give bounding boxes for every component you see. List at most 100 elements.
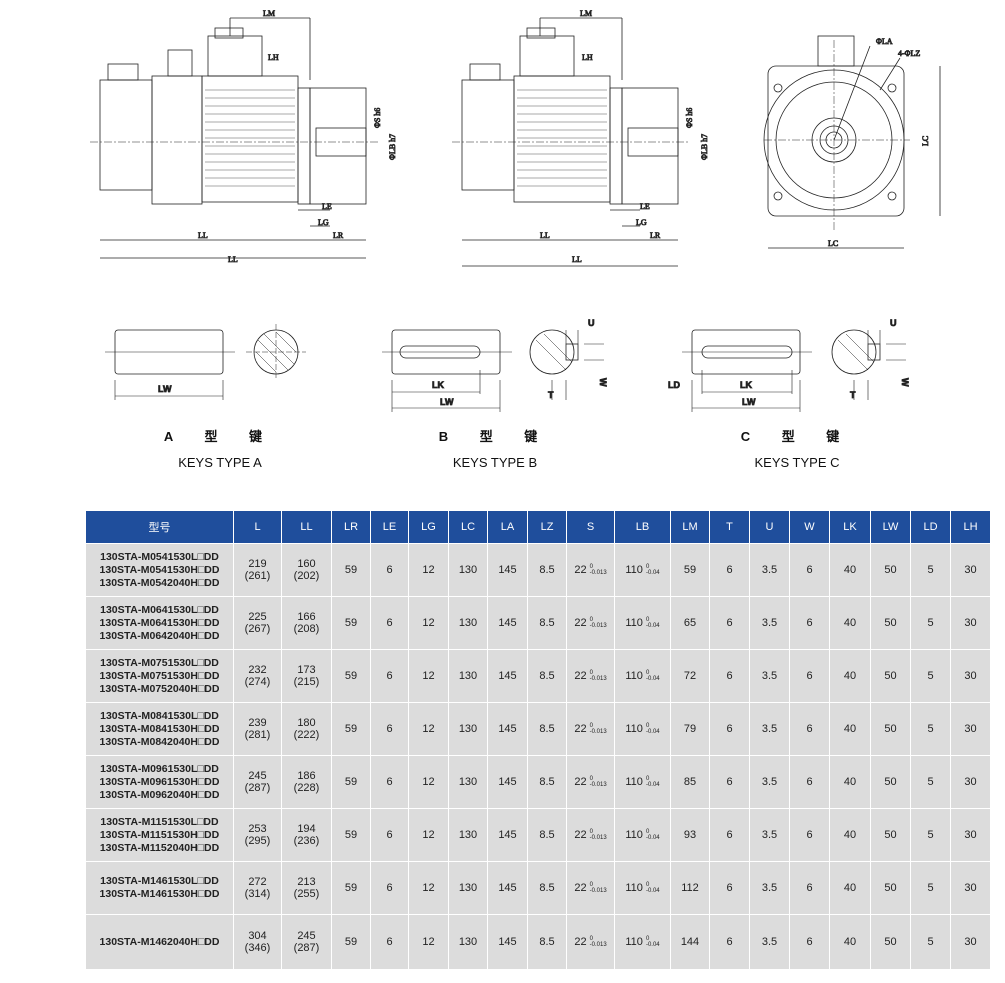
table-cell: 8.5 bbox=[527, 543, 567, 597]
table-cell: 59 bbox=[331, 914, 371, 970]
table-cell: 22 0-0.013 bbox=[566, 755, 615, 809]
table-cell: 130STA-M1462040H□DD bbox=[85, 914, 234, 970]
table-cell: 12 bbox=[408, 755, 449, 809]
table-cell: 8.5 bbox=[527, 702, 567, 756]
dim-lr: LR bbox=[333, 231, 344, 240]
table-cell: 6 bbox=[370, 649, 409, 703]
table-cell: 12 bbox=[408, 596, 449, 650]
side-view-a bbox=[90, 17, 380, 259]
table-cell: 59 bbox=[670, 543, 710, 597]
table-cell: 22 0-0.013 bbox=[566, 914, 615, 970]
dim-w-b: W bbox=[598, 378, 608, 387]
table-cell: 6 bbox=[789, 861, 830, 915]
table-cell: 50 bbox=[870, 914, 911, 970]
dim-le-b: LE bbox=[640, 202, 650, 211]
table-cell: 145 bbox=[487, 861, 528, 915]
column-header: LG bbox=[408, 510, 449, 544]
table-cell: 3.5 bbox=[749, 596, 790, 650]
column-header: LM bbox=[670, 510, 710, 544]
table-cell: 6 bbox=[789, 702, 830, 756]
table-cell: 130 bbox=[448, 702, 488, 756]
table-cell: 8.5 bbox=[527, 808, 567, 862]
column-header: LK bbox=[829, 510, 871, 544]
dim-l: LL bbox=[228, 255, 238, 264]
table-cell: 30 bbox=[950, 755, 991, 809]
table-cell: 40 bbox=[829, 808, 871, 862]
column-header: S bbox=[566, 510, 615, 544]
column-header: T bbox=[709, 510, 750, 544]
table-cell: 6 bbox=[789, 914, 830, 970]
table-cell: 186(228) bbox=[281, 755, 332, 809]
table-cell: 3.5 bbox=[749, 649, 790, 703]
side-view-b bbox=[452, 17, 690, 267]
table-cell: 6 bbox=[370, 861, 409, 915]
table-cell: 232(274) bbox=[233, 649, 282, 703]
table-cell: 6 bbox=[709, 649, 750, 703]
table-cell: 145 bbox=[487, 543, 528, 597]
column-header: LB bbox=[614, 510, 671, 544]
table-cell: 59 bbox=[331, 543, 371, 597]
dim-s: ΦS h6 bbox=[373, 108, 382, 128]
dim-ld-c: LD bbox=[668, 380, 680, 390]
table-cell: 130 bbox=[448, 808, 488, 862]
dim-lc-h: LC bbox=[828, 239, 838, 248]
dim-lb: ΦLB h7 bbox=[388, 134, 397, 160]
table-cell: 6 bbox=[370, 755, 409, 809]
table-cell: 6 bbox=[709, 543, 750, 597]
table-cell: 22 0-0.013 bbox=[566, 596, 615, 650]
table-cell: 6 bbox=[789, 755, 830, 809]
table-cell: 6 bbox=[370, 808, 409, 862]
dim-lw-b: LW bbox=[440, 397, 454, 407]
dim-t-c: T bbox=[850, 390, 856, 400]
table-cell: 6 bbox=[789, 649, 830, 703]
dim-lm: LM bbox=[263, 9, 275, 18]
table-cell: 3.5 bbox=[749, 808, 790, 862]
table-cell: 173(215) bbox=[281, 649, 332, 703]
table-cell: 30 bbox=[950, 649, 991, 703]
table-cell: 3.5 bbox=[749, 861, 790, 915]
dim-lb-b: ΦLB h7 bbox=[700, 134, 709, 160]
column-header: W bbox=[789, 510, 830, 544]
key-b bbox=[382, 329, 604, 412]
table-cell: 6 bbox=[370, 702, 409, 756]
table-cell: 59 bbox=[331, 755, 371, 809]
dim-w-c: W bbox=[900, 378, 910, 387]
table-cell: 8.5 bbox=[527, 596, 567, 650]
table-cell: 5 bbox=[910, 702, 951, 756]
table-cell: 194(236) bbox=[281, 808, 332, 862]
table-cell: 110 0-0.04 bbox=[614, 861, 671, 915]
table-cell: 3.5 bbox=[749, 702, 790, 756]
column-header: 型号 bbox=[85, 510, 234, 544]
table-cell: 6 bbox=[789, 808, 830, 862]
table-cell: 3.5 bbox=[749, 914, 790, 970]
table-cell: 110 0-0.04 bbox=[614, 914, 671, 970]
table-cell: 8.5 bbox=[527, 649, 567, 703]
table-cell: 3.5 bbox=[749, 755, 790, 809]
dim-lk-c: LK bbox=[740, 380, 752, 390]
table-cell: 112 bbox=[670, 861, 710, 915]
table-cell: 30 bbox=[950, 861, 991, 915]
table-cell: 50 bbox=[870, 755, 911, 809]
table-cell: 65 bbox=[670, 596, 710, 650]
column-header: L bbox=[233, 510, 282, 544]
table-cell: 30 bbox=[950, 914, 991, 970]
drawings: LM LH LL LL LR LE LG ΦS h6 ΦLB h7 LM LH … bbox=[90, 9, 941, 412]
table-cell: 160(202) bbox=[281, 543, 332, 597]
table-cell: 40 bbox=[829, 649, 871, 703]
table-cell: 6 bbox=[789, 543, 830, 597]
table-cell: 50 bbox=[870, 596, 911, 650]
table-cell: 213(255) bbox=[281, 861, 332, 915]
